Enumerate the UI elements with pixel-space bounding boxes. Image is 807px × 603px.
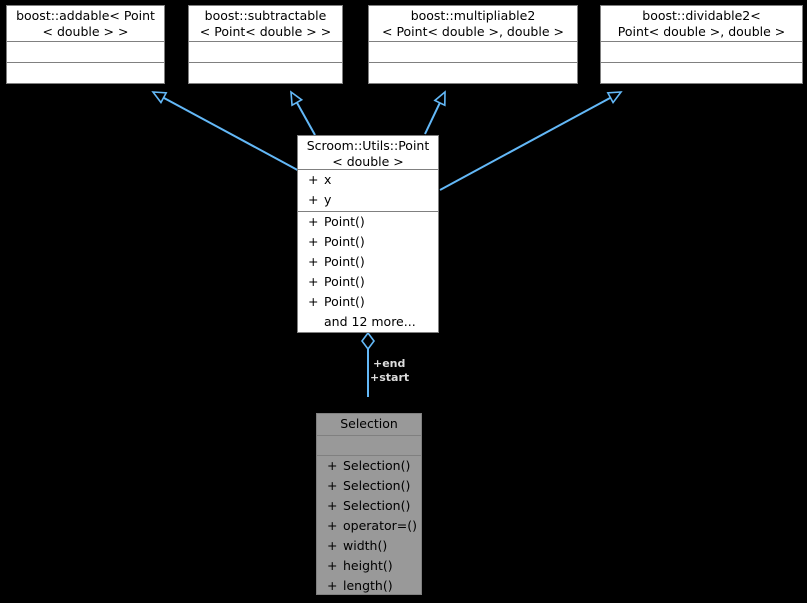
uml-class-dividable2[interactable]: boost::dividable2< Point< double >, doub…	[600, 5, 803, 84]
operation-row: + height()	[317, 556, 421, 576]
operation-row: + length()	[317, 576, 421, 596]
empty-operation-compartment	[7, 63, 164, 81]
edge-role-label: +start	[370, 371, 410, 384]
inheritance-arrowhead-icon	[290, 90, 304, 107]
operation-row: + Selection()	[317, 496, 421, 516]
class-attributes-multipliable2	[369, 42, 577, 63]
empty-attribute-compartment	[7, 42, 164, 60]
attribute-name: y	[324, 192, 332, 207]
edge-point-to-subtractable	[290, 90, 316, 136]
operation-visibility: +	[308, 274, 319, 289]
class-attributes-selection	[317, 436, 421, 456]
aggregation-diamond-icon	[361, 331, 375, 351]
class-operations-selection: + Selection() + Selection() + Selection() + ope…	[317, 456, 421, 596]
operation-visibility: +	[308, 214, 319, 229]
inheritance-arrowhead-icon	[606, 91, 623, 105]
uml-class-selection[interactable]: Selection + Selection() + Selection() + Select…	[316, 413, 422, 595]
edge-point-to-addable	[151, 91, 317, 181]
inheritance-arrowhead-icon	[433, 90, 446, 107]
edge-line	[424, 102, 441, 135]
edge-point-to-multipliable2	[424, 90, 446, 135]
edge-line	[295, 101, 316, 136]
attribute-visibility: +	[308, 192, 319, 207]
operation-row: + Selection()	[317, 456, 421, 476]
operation-row: + Point()	[298, 232, 438, 252]
operation-visibility: +	[327, 558, 338, 573]
class-operations-dividable2	[601, 63, 802, 83]
attribute-visibility: +	[308, 172, 319, 187]
class-title-addable: boost::addable< Point < double > >	[7, 6, 164, 42]
class-operations-addable	[7, 63, 164, 83]
operation-visibility: +	[327, 538, 338, 553]
operation-visibility: +	[308, 234, 319, 249]
operation-name: Point()	[324, 254, 365, 269]
operation-row: + width()	[317, 536, 421, 556]
empty-attribute-compartment	[369, 42, 577, 60]
operation-visibility: +	[327, 458, 338, 473]
class-operations-subtractable	[189, 63, 342, 83]
attribute-row: +y	[298, 190, 438, 210]
operation-visibility: +	[327, 478, 338, 493]
operation-row: + Selection()	[317, 476, 421, 496]
operation-row: + operator=()	[317, 516, 421, 536]
operation-name: and 12 more...	[324, 314, 416, 329]
operation-name: length()	[343, 578, 393, 593]
class-operations-point: + Point() + Point() + Point() + Point() + Point()…	[298, 212, 438, 332]
edge-role-label: +end	[373, 357, 406, 370]
edge-line	[163, 96, 317, 181]
empty-operation-compartment	[189, 63, 342, 81]
inheritance-arrowhead-icon	[151, 91, 168, 105]
operation-name: Point()	[324, 214, 365, 229]
edge-point-to-dividable2	[439, 91, 623, 191]
class-title-multipliable2: boost::multipliable2 < Point< double >, …	[369, 6, 577, 42]
empty-attribute-compartment	[189, 42, 342, 60]
attribute-name: x	[324, 172, 332, 187]
class-title-dividable2: boost::dividable2< Point< double >, doub…	[601, 6, 802, 42]
class-title-subtractable: boost::subtractable < Point< double > >	[189, 6, 342, 42]
operation-name: Point()	[324, 294, 365, 309]
operation-name: Selection()	[343, 498, 411, 513]
operation-name: Point()	[324, 234, 365, 249]
operation-row: and 12 more...	[298, 312, 438, 332]
edge-line	[439, 96, 611, 191]
attribute-row: +x	[298, 170, 438, 190]
operation-name: height()	[343, 558, 393, 573]
operation-name: Selection()	[343, 478, 411, 493]
operation-visibility: +	[327, 498, 338, 513]
class-attributes-subtractable	[189, 42, 342, 63]
operation-visibility: +	[308, 294, 319, 309]
operation-name: Point()	[324, 274, 365, 289]
operation-visibility: +	[308, 254, 319, 269]
class-attributes-addable	[7, 42, 164, 63]
class-operations-multipliable2	[369, 63, 577, 83]
class-attributes-dividable2	[601, 42, 802, 63]
operation-visibility: +	[327, 578, 338, 593]
class-title-selection: Selection	[317, 414, 421, 436]
operation-row: + Point()	[298, 212, 438, 232]
uml-class-subtractable[interactable]: boost::subtractable < Point< double > >	[188, 5, 343, 84]
uml-class-multipliable2[interactable]: boost::multipliable2 < Point< double >, …	[368, 5, 578, 84]
operation-row: + Point()	[298, 292, 438, 312]
uml-class-point[interactable]: Scroom::Utils::Point < double >+x+y+Poin…	[297, 135, 439, 333]
operation-row: + Point()	[298, 272, 438, 292]
empty-operation-compartment	[369, 63, 577, 81]
operation-row: + Point()	[298, 252, 438, 272]
empty-attribute-compartment	[317, 436, 421, 454]
class-attributes-point: +x+y	[298, 170, 438, 212]
class-title-point: Scroom::Utils::Point < double >	[298, 136, 438, 170]
operation-name: operator=()	[343, 518, 417, 533]
operation-name: Selection()	[343, 458, 411, 473]
operation-name: width()	[343, 538, 388, 553]
uml-class-addable[interactable]: boost::addable< Point < double > >	[6, 5, 165, 84]
operation-visibility: +	[327, 518, 338, 533]
empty-attribute-compartment	[601, 42, 802, 60]
empty-operation-compartment	[601, 63, 802, 81]
